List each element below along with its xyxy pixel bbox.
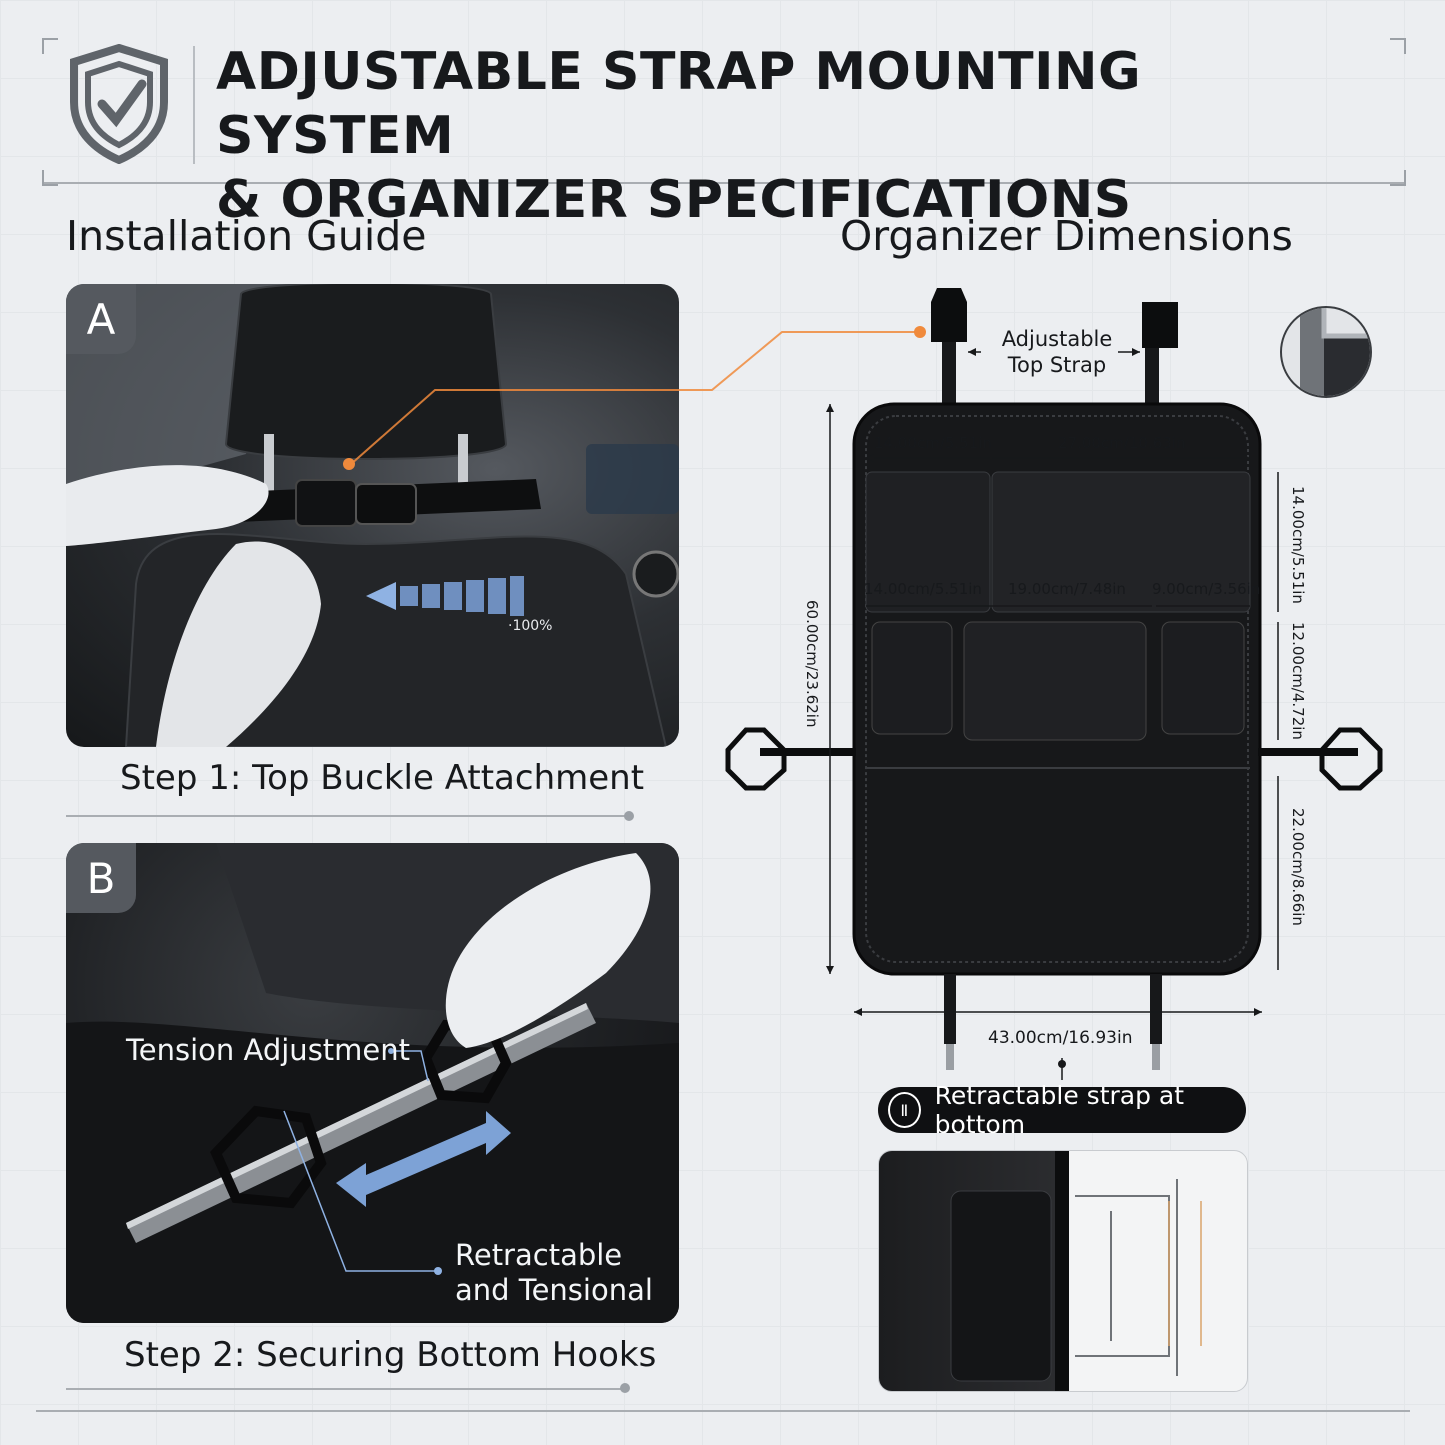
dim-mid-left: 14.00cm/5.51in (864, 580, 982, 598)
step-a-photo: A ·100% (66, 284, 679, 747)
organizer-diagram (725, 288, 1383, 1080)
title-line-2: & ORGANIZER SPECIFICATIONS (216, 170, 1132, 230)
stitching-detail (1300, 308, 1370, 396)
corner-bl (42, 170, 58, 186)
corner-tl (42, 38, 58, 54)
header-rule (44, 182, 1404, 184)
retractable-strap-detail (878, 1150, 1248, 1392)
retractable-label-line2: and Tensional (455, 1273, 653, 1307)
dim-right-bottom: 22.00cm/8.66in (1289, 808, 1307, 926)
step-b-photo: B Tension Adjustment Retractable and Ten… (66, 843, 679, 1323)
strap-label-line2: Top Strap (1007, 353, 1107, 377)
corner-br (1390, 170, 1406, 186)
retractable-strap-pill: Ⅱ Retractable strap at bottom (878, 1081, 1246, 1139)
step-b-badge: B (66, 843, 136, 913)
step-1-rule (66, 815, 626, 817)
dimensions-heading: Organizer Dimensions (840, 212, 1293, 260)
shield-check-icon (70, 44, 168, 164)
tension-readout: ·100% (508, 618, 553, 634)
bottom-hook-illustration (66, 843, 679, 1323)
page-title: ADJUSTABLE STRAP MOUNTING SYSTEM & ORGAN… (216, 40, 1396, 232)
dim-top-right: 27.00cm/10.63in (1058, 434, 1186, 452)
dim-total-width: 43.00cm/16.93in (988, 1028, 1133, 1048)
material-zoom-circle (1280, 306, 1372, 398)
strap-icon: Ⅱ (888, 1092, 921, 1128)
installation-heading: Installation Guide (66, 212, 427, 260)
orange-connector-line (349, 326, 926, 466)
retractable-label-line1: Retractable (455, 1238, 623, 1272)
dim-right-top: 14.00cm/5.51in (1289, 486, 1307, 604)
dim-top-left: 14.00cm/5.51in (874, 434, 992, 452)
adjustable-strap-label: Adjustable Top Strap (995, 326, 1119, 378)
footer-rule (36, 1410, 1410, 1412)
dim-right-mid: 12.00cm/4.72in (1289, 622, 1307, 740)
tension-adjustment-label: Tension Adjustment (126, 1033, 411, 1067)
step-a-badge: A (66, 284, 136, 354)
corner-tr (1390, 38, 1406, 54)
title-line-1: ADJUSTABLE STRAP MOUNTING SYSTEM (216, 42, 1142, 166)
dim-mid-center: 19.00cm/7.48in (1008, 580, 1126, 598)
header-divider (193, 46, 195, 164)
step-1-caption: Step 1: Top Buckle Attachment (120, 758, 645, 798)
step-2-rule (66, 1388, 622, 1390)
strap-label-line1: Adjustable (1001, 327, 1113, 351)
step-1-dot (624, 811, 634, 821)
strap-closeup (950, 1151, 1202, 1391)
dim-total-height: 60.00cm/23.62in (803, 600, 821, 728)
step-2-caption: Step 2: Securing Bottom Hooks (124, 1335, 657, 1375)
dim-mid-right: 9.00cm/3.56in (1152, 580, 1261, 598)
step-2-dot (620, 1383, 630, 1393)
retractable-strap-text: Retractable strap at bottom (934, 1081, 1185, 1139)
